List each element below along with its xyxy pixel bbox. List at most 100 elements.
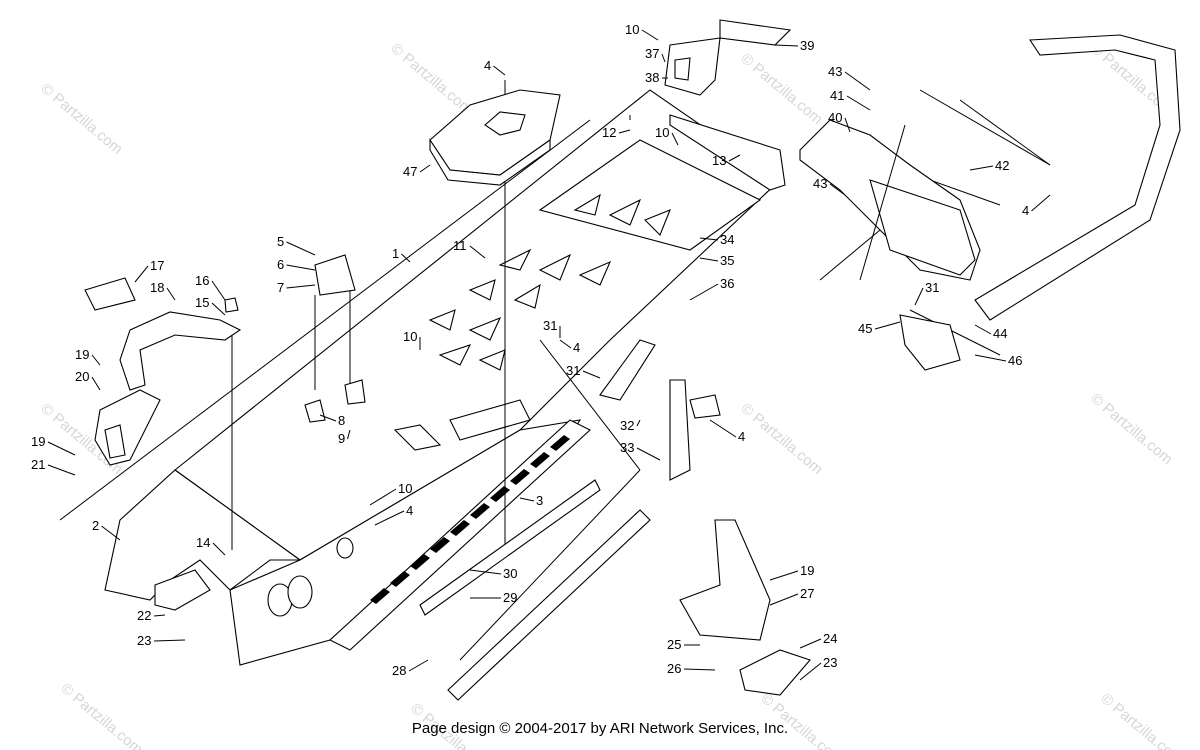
callout-number: 7 — [277, 280, 284, 295]
callout-number: 10 — [398, 481, 412, 496]
callout-number: 20 — [75, 369, 89, 384]
callout-number: 10 — [403, 329, 417, 344]
callout-number: 13 — [712, 153, 726, 168]
callout-21: 21 — [31, 457, 76, 476]
callout-number: 10 — [625, 22, 639, 37]
callout-46: 46 — [974, 353, 1022, 368]
tunnel-assembly — [104, 89, 781, 666]
callout-4: 4 — [559, 339, 580, 355]
callout-29: 29 — [470, 590, 517, 605]
callout-number: 35 — [720, 253, 734, 268]
callout-11: 11 — [453, 238, 486, 259]
callout-number: 42 — [995, 158, 1009, 173]
callout-4: 4 — [709, 419, 745, 444]
callout-3: 3 — [519, 493, 543, 508]
callout-6: 6 — [277, 257, 316, 272]
callout-5: 5 — [277, 234, 316, 256]
callout-number: 12 — [602, 125, 616, 140]
callout-number: 14 — [196, 535, 210, 550]
callout-39: 39 — [774, 38, 814, 53]
callout-number: 18 — [150, 280, 164, 295]
callout-number: 6 — [277, 257, 284, 272]
callout-4: 4 — [374, 503, 413, 526]
callout-7: 7 — [277, 280, 316, 295]
callout-number: 33 — [620, 440, 634, 455]
callout-44: 44 — [974, 324, 1007, 341]
left-parts — [84, 254, 366, 611]
callout-number: 1 — [392, 246, 399, 261]
callout-17: 17 — [134, 258, 164, 283]
callout-number: 15 — [195, 295, 209, 310]
watermark-text: © Partzilla.com — [1087, 390, 1175, 468]
rear-bumper-assembly — [799, 34, 1181, 371]
callout-18: 18 — [150, 280, 176, 301]
callout-35: 35 — [699, 253, 734, 268]
callout-number: 19 — [800, 563, 814, 578]
callout-number: 3 — [536, 493, 543, 508]
callout-37: 37 — [645, 46, 666, 63]
callout-13: 13 — [712, 153, 741, 168]
callout-number: 36 — [720, 276, 734, 291]
callout-number: 4 — [406, 503, 413, 518]
right-lower-parts — [419, 339, 811, 701]
callout-number: 44 — [993, 326, 1007, 341]
callout-number: 31 — [543, 318, 557, 333]
callout-number: 23 — [137, 633, 151, 648]
callout-30: 30 — [469, 566, 517, 581]
callout-number: 24 — [823, 631, 837, 646]
copyright-footer: Page design © 2004-2017 by ARI Network S… — [411, 720, 789, 737]
callout-15: 15 — [195, 295, 226, 316]
callout-number: 43 — [828, 64, 842, 79]
callout-number: 16 — [195, 273, 209, 288]
callout-number: 22 — [137, 608, 151, 623]
callout-19: 19 — [31, 434, 76, 456]
callout-number: 10 — [655, 125, 669, 140]
callout-12: 12 — [602, 125, 631, 140]
callout-number: 4 — [738, 429, 745, 444]
callout-number: 40 — [828, 110, 842, 125]
seat-part — [429, 89, 561, 186]
callout-23: 23 — [799, 655, 837, 681]
watermark-text: © Partzilla.com — [387, 40, 475, 118]
callout-number: 2 — [92, 518, 99, 533]
callout-24: 24 — [799, 631, 837, 649]
callout-20: 20 — [75, 369, 101, 391]
callout-number: 41 — [830, 88, 844, 103]
callout-number: 27 — [800, 586, 814, 601]
callout-45: 45 — [858, 321, 901, 336]
callout-10: 10 — [369, 481, 412, 506]
callout-10: 10 — [655, 125, 679, 146]
callout-number: 23 — [823, 655, 837, 670]
callout-31: 31 — [914, 280, 939, 306]
callout-47: 47 — [403, 164, 431, 179]
callout-number: 8 — [338, 413, 345, 428]
running-board-cutouts — [370, 435, 570, 604]
watermark-text: © Partzilla.com — [737, 400, 825, 478]
callout-10: 10 — [403, 329, 421, 350]
callout-number: 29 — [503, 590, 517, 605]
callout-number: 4 — [573, 340, 580, 355]
callout-28: 28 — [392, 659, 429, 678]
rail-part — [669, 114, 786, 191]
callout-25: 25 — [667, 637, 700, 652]
callout-41: 41 — [830, 88, 871, 111]
watermark-text: © Partzilla.com — [57, 680, 145, 750]
callout-42: 42 — [969, 158, 1009, 173]
callout-number: 21 — [31, 457, 45, 472]
callout-number: 38 — [645, 70, 659, 85]
callout-27: 27 — [769, 586, 814, 606]
callout-number: 19 — [31, 434, 45, 449]
callout-2: 2 — [92, 518, 121, 541]
callout-34: 34 — [699, 232, 734, 247]
callout-33: 33 — [620, 440, 661, 461]
watermark-text: © Partzilla.com — [737, 50, 825, 128]
callout-number: 28 — [392, 663, 406, 678]
callout-number: 32 — [620, 418, 634, 433]
callout-36: 36 — [689, 276, 734, 301]
callout-number: 5 — [277, 234, 284, 249]
callout-number: 37 — [645, 46, 659, 61]
callout-number: 31 — [566, 363, 580, 378]
callout-number: 31 — [925, 280, 939, 295]
callout-number: 45 — [858, 321, 872, 336]
